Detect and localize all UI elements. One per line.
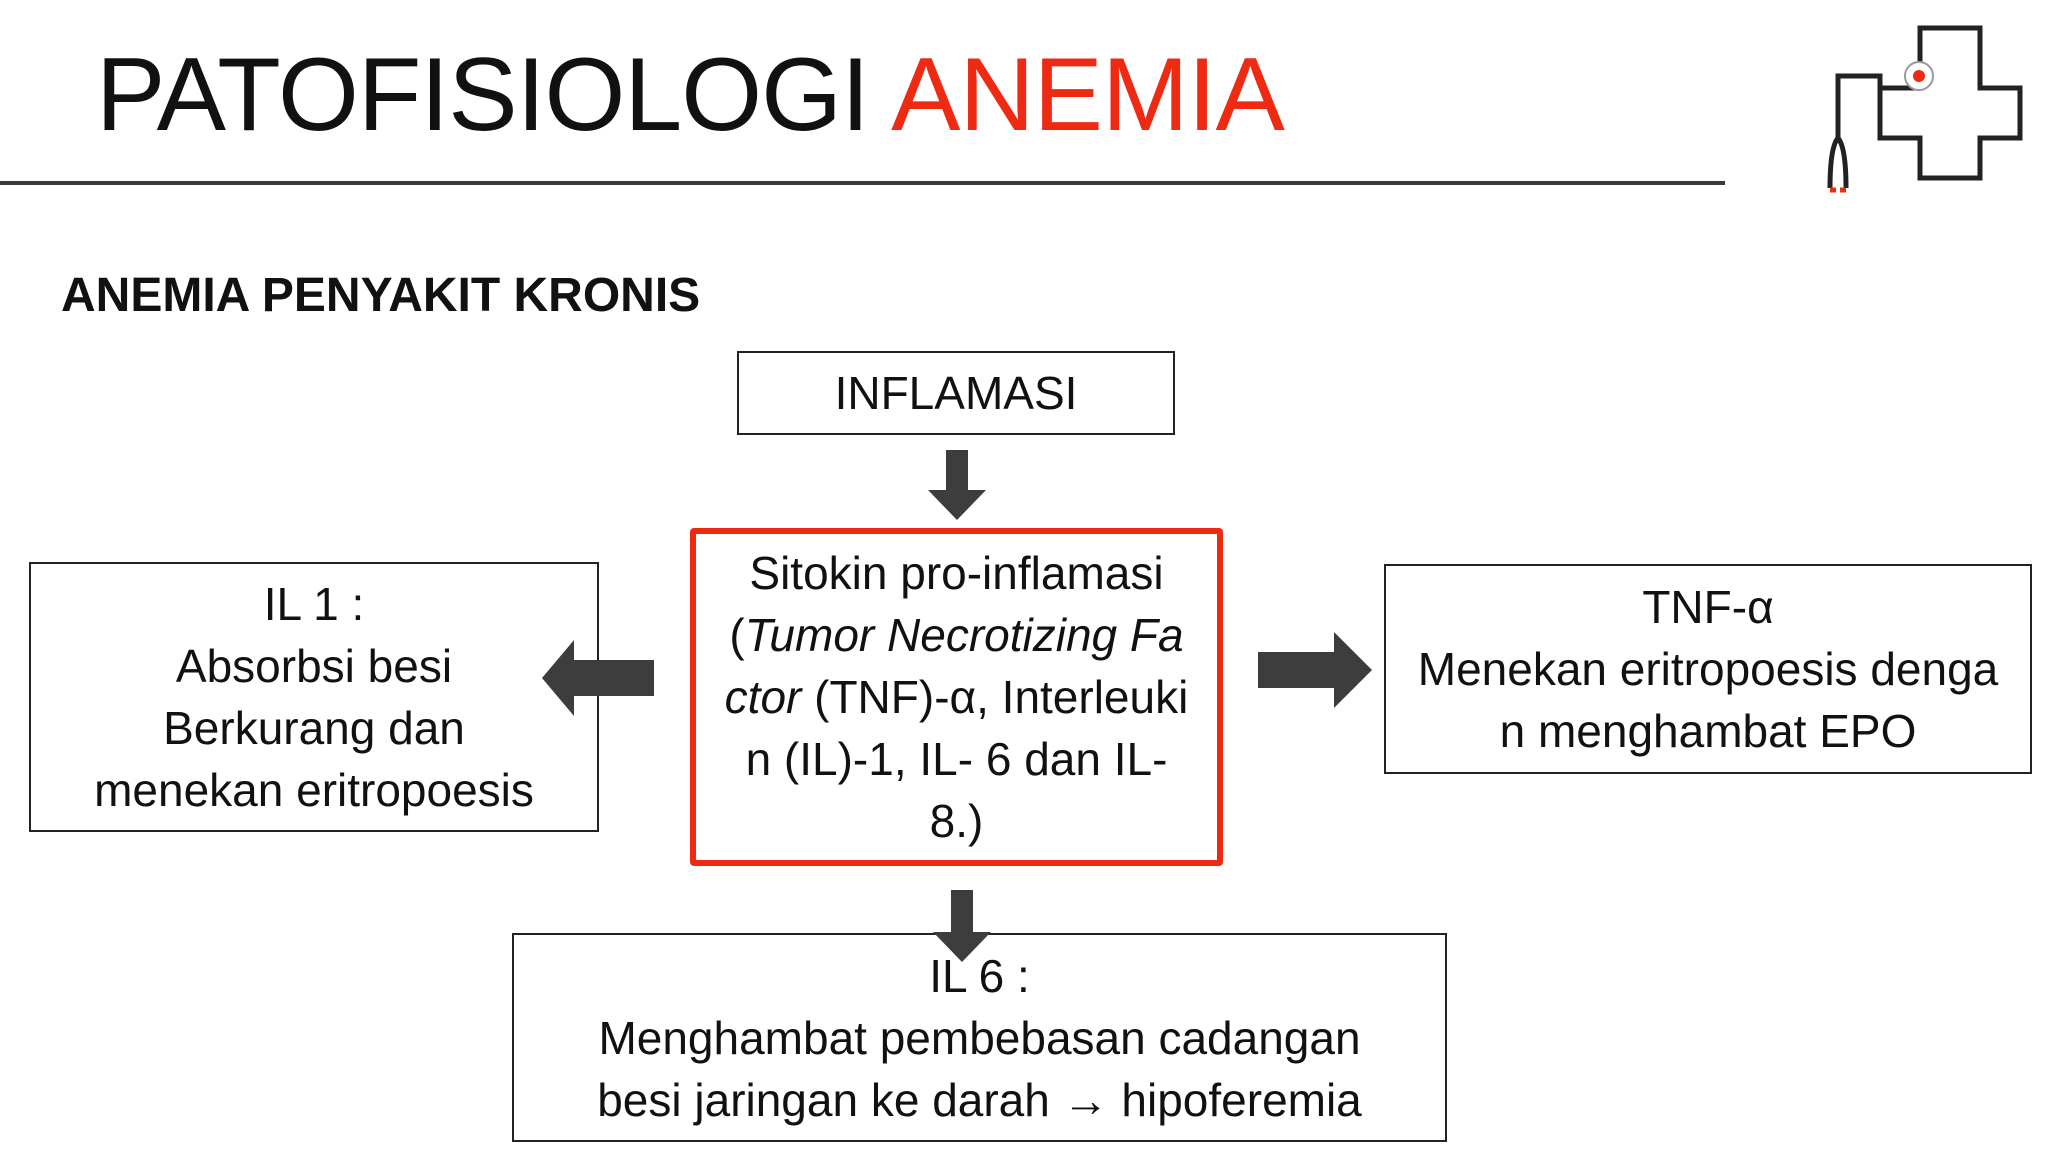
cross-stethoscope-icon bbox=[1827, 25, 2023, 193]
arrow-down-top bbox=[928, 450, 986, 520]
cytokine-paren-open: ( bbox=[729, 609, 745, 661]
cytokine-box: Sitokin pro-inflamasi(Tumor Necrotizing … bbox=[690, 528, 1223, 866]
cytokine-text: Sitokin pro-inflamasi(Tumor Necrotizing … bbox=[720, 542, 1193, 852]
inflammation-label: INFLAMASI bbox=[834, 367, 1078, 419]
il6-heading: IL 6 : bbox=[929, 949, 1030, 1002]
il6-line: besi jaringan ke darah → hipoferemia bbox=[597, 1073, 1362, 1126]
cytokine-list: (TNF)-α, Interleukin (IL)-1, IL- 6 dan I… bbox=[745, 671, 1189, 847]
il6-line: Menghambat pembebasan cadangan bbox=[598, 1011, 1361, 1064]
diagram-subtitle: ANEMIA PENYAKIT KRONIS bbox=[61, 269, 701, 322]
il6-text: IL 6 : Menghambat pembebasan cadangan be… bbox=[514, 945, 1445, 1131]
inflammation-box: INFLAMASI bbox=[737, 351, 1175, 435]
tnf-box: TNF-α Menekan eritropoesis dengan mengha… bbox=[1384, 564, 2032, 774]
cytokine-heading: Sitokin pro-inflamasi bbox=[749, 547, 1164, 599]
arrow-right bbox=[1258, 632, 1372, 708]
il6-box: IL 6 : Menghambat pembebasan cadangan be… bbox=[512, 933, 1447, 1142]
tnf-description: Menekan eritropoesis dengan menghambat E… bbox=[1417, 643, 1999, 757]
il1-box: IL 1 : Absorbsi besi Berkurang dan menek… bbox=[29, 562, 599, 832]
tnf-heading: TNF-α bbox=[1642, 581, 1774, 633]
il1-line: Berkurang dan bbox=[163, 702, 465, 754]
il1-line: Absorbsi besi bbox=[175, 640, 453, 692]
slide-title-main: PATOFISIOLOGI bbox=[96, 37, 870, 153]
il1-line: menekan eritropoesis bbox=[94, 764, 534, 816]
il1-text: IL 1 : Absorbsi besi Berkurang dan menek… bbox=[31, 573, 597, 821]
il1-heading: IL 1 : bbox=[263, 578, 365, 630]
slide-title: PATOFISIOLOGI ANEMIA bbox=[96, 30, 1285, 160]
title-divider bbox=[0, 181, 1725, 185]
slide-title-accent: ANEMIA bbox=[891, 37, 1285, 153]
tnf-text: TNF-α Menekan eritropoesis dengan mengha… bbox=[1406, 576, 2010, 762]
cytokine-italic-term: Tumor Necrotizing Factor bbox=[724, 609, 1184, 723]
